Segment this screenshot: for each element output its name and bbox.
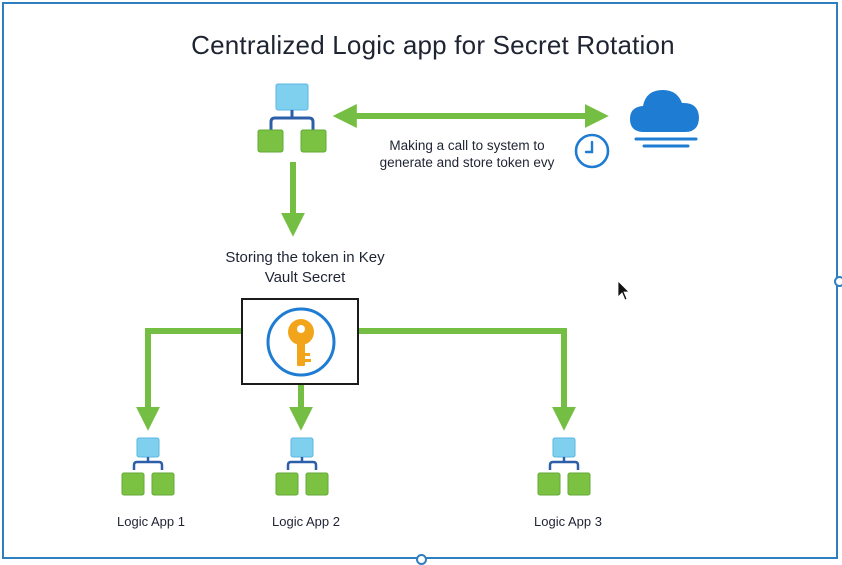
- logic-app-2-label: Logic App 2: [272, 514, 340, 529]
- resize-handle-right[interactable]: [834, 276, 842, 287]
- call-note-line-2: generate and store token evy: [379, 155, 555, 170]
- resize-handle-bottom[interactable]: [416, 554, 427, 565]
- cloud-icon: [630, 90, 699, 148]
- logic-app-2-icon[interactable]: [275, 437, 329, 496]
- store-note: Storing the token in Key Vault Secret: [210, 248, 400, 288]
- diagram-title: Centralized Logic app for Secret Rotatio…: [191, 30, 675, 60]
- key-icon: [266, 307, 336, 377]
- call-note: Making a call to system to generate and …: [362, 137, 572, 171]
- arrow-to-logic-app-1: [136, 328, 242, 431]
- clock-icon: [574, 133, 610, 169]
- arrow-to-logic-app-3: [358, 328, 576, 431]
- store-note-line-2: Vault Secret: [264, 269, 346, 286]
- store-note-line-1: Storing the token in Key: [225, 249, 385, 266]
- key-vault-box[interactable]: [241, 298, 359, 385]
- logic-app-3-label: Logic App 3: [534, 514, 602, 529]
- logic-app-3-icon[interactable]: [537, 437, 591, 496]
- call-note-line-1: Making a call to system to: [389, 138, 545, 153]
- main-logic-app-icon[interactable]: [257, 83, 327, 153]
- logic-app-1-label: Logic App 1: [117, 514, 185, 529]
- mouse-cursor-icon: [617, 280, 630, 301]
- logic-app-1-icon[interactable]: [121, 437, 175, 496]
